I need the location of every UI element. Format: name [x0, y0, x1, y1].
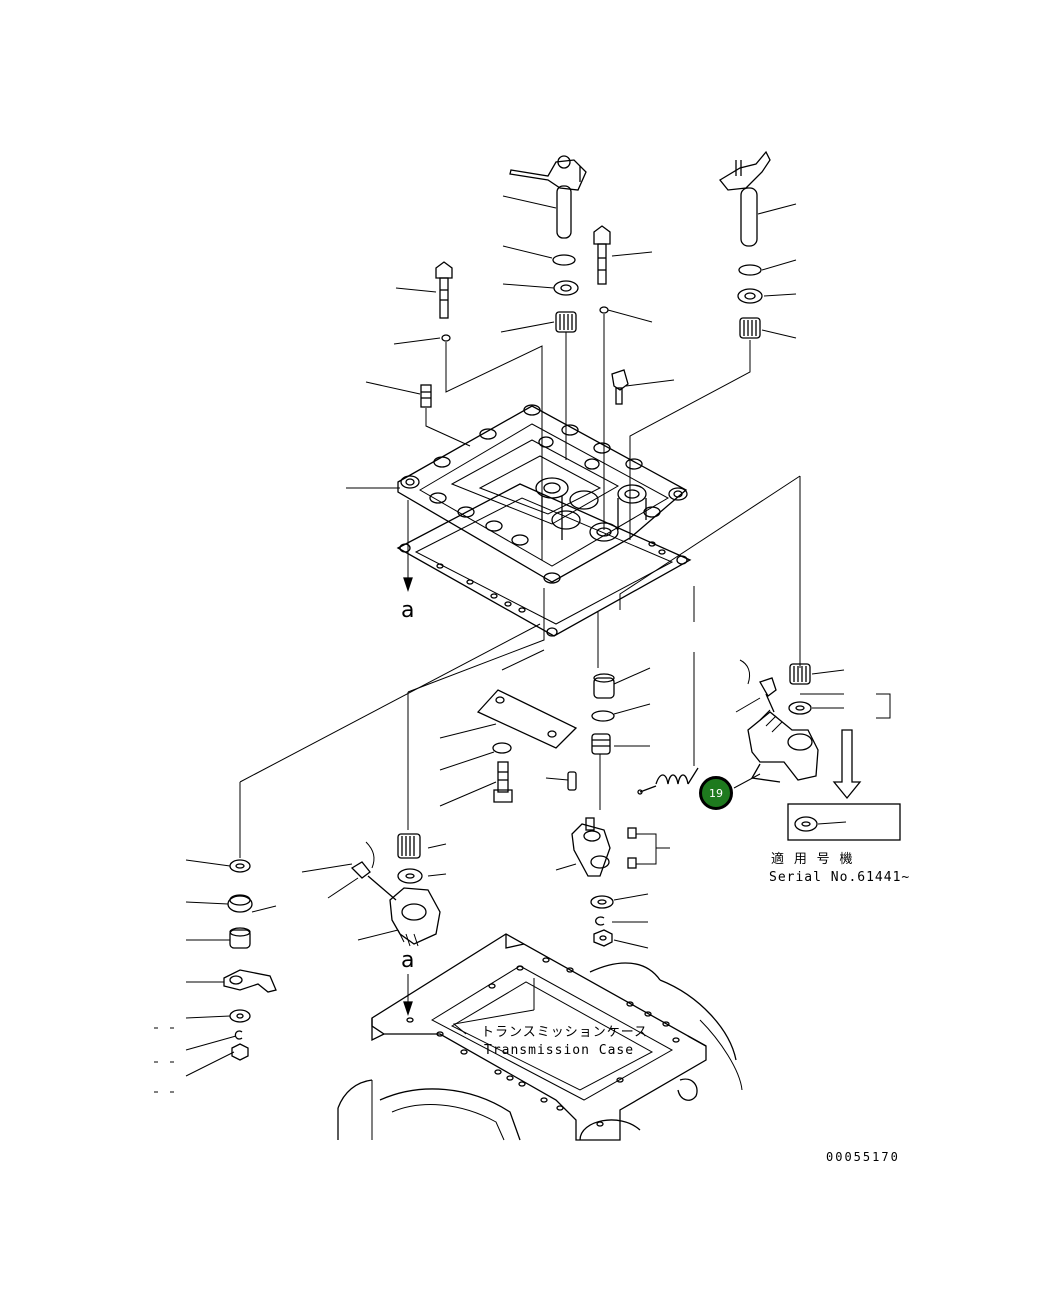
washer-bottom-center — [590, 895, 614, 909]
bolt-lever-right — [739, 659, 777, 713]
case-label-jp: トランスミッションケース — [481, 1025, 649, 1040]
seal-left-col — [227, 895, 253, 913]
spring-19 — [637, 767, 699, 795]
washer-left-col-2 — [229, 1009, 251, 1023]
bush-center-mid — [593, 673, 615, 699]
washer-left-mid — [397, 868, 423, 884]
bushing-right — [739, 317, 761, 339]
nut-bottom-center — [593, 929, 613, 947]
shift-lever-left — [509, 155, 587, 239]
marker-a-bottom: a — [401, 948, 415, 973]
seal-right — [737, 288, 763, 304]
bolt-left — [435, 261, 453, 319]
washer-center-mid — [591, 710, 615, 722]
transmission-case — [337, 933, 743, 1141]
marker-a-top: a — [401, 598, 415, 623]
shift-arm-center — [571, 817, 611, 877]
drawing-number: 00055170 — [826, 1150, 900, 1164]
detent-lever-left — [389, 887, 441, 947]
gasket — [396, 483, 692, 637]
bushing-right-mid — [789, 663, 811, 685]
applicability-arrow — [832, 729, 862, 800]
bolt-mid-left — [493, 761, 513, 803]
set-screws — [555, 827, 670, 871]
washer-mid-left — [492, 742, 512, 754]
plug-left — [420, 384, 432, 408]
cover-plate — [397, 404, 688, 584]
washer-left-col-1 — [229, 859, 251, 873]
leader-lines-upper — [346, 195, 797, 560]
applicability-label: 適 用 号 機 — [771, 852, 854, 867]
snap-ring-center — [595, 916, 605, 926]
bracket-plate — [476, 689, 578, 749]
switch-plug — [611, 369, 629, 405]
pin — [567, 771, 577, 791]
spring-center — [591, 733, 611, 755]
bolt-lever-left — [350, 841, 397, 901]
lever-left-col — [223, 969, 277, 993]
bushing-left-mid — [397, 833, 421, 859]
snap-ring-left-col — [234, 1030, 243, 1040]
shift-lever-right — [719, 150, 771, 247]
detent-lever-right — [747, 709, 819, 783]
case-label-en: Transmission Case — [484, 1043, 635, 1058]
bushing-center — [555, 311, 577, 333]
serial-number-label: Serial No.61441~ — [769, 870, 911, 885]
washer-right-mid — [788, 701, 812, 715]
leader-lines-middle — [239, 475, 801, 877]
bolt-center — [593, 225, 611, 285]
seal-center — [553, 280, 579, 296]
serial-box — [787, 803, 901, 841]
callout-19[interactable]: 19 — [699, 776, 733, 810]
bush-left-col — [229, 927, 251, 949]
nut-left-col — [231, 1043, 249, 1061]
leader-lines-right — [733, 669, 891, 789]
washer-right-1 — [738, 264, 762, 276]
washer-center-1 — [552, 254, 576, 266]
